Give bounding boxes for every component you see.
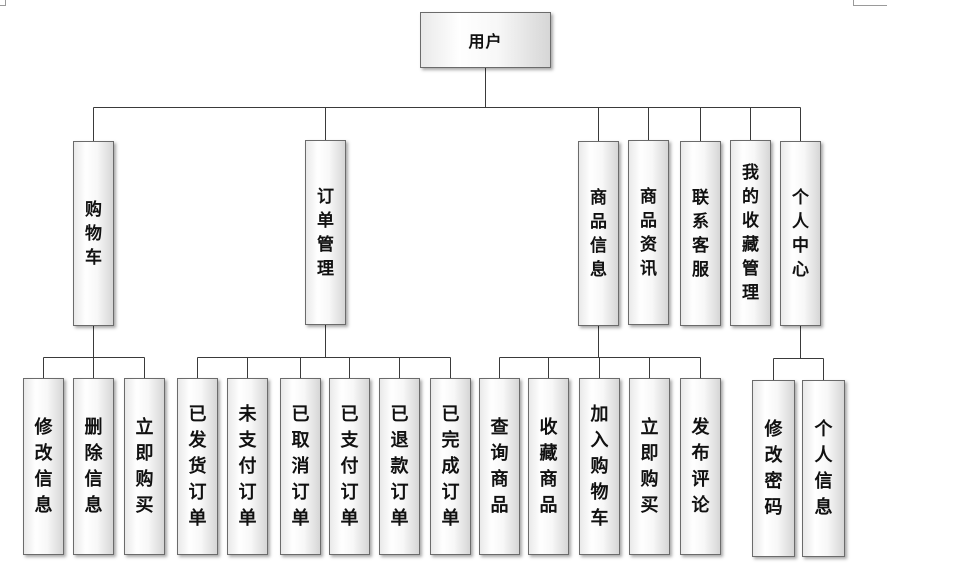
module-node-order-management: 订单管理: [305, 140, 346, 325]
node-label: 用户: [468, 32, 503, 51]
leaf-node-cancelled-orders: 已取消订单: [280, 378, 321, 555]
leaf-node-change-password: 修改密码: [752, 380, 795, 557]
node-label: 立即购买: [640, 416, 659, 516]
node-label: 已退款订单: [390, 403, 409, 529]
leaf-node-paid-orders: 已支付订单: [329, 378, 370, 555]
leaf-node-favorite-products: 收藏商品: [528, 378, 569, 555]
leaf-node-edit-info: 修改信息: [23, 378, 64, 555]
root-node-user: 用户: [420, 12, 551, 68]
node-label: 修改信息: [34, 416, 53, 516]
leaf-node-unpaid-orders: 未支付订单: [227, 378, 268, 555]
node-label: 商品资讯: [640, 186, 657, 279]
node-label: 删除信息: [84, 416, 103, 516]
node-label: 订单管理: [317, 186, 334, 279]
node-label: 发布评论: [691, 416, 710, 516]
leaf-node-add-to-cart: 加入购物车: [579, 378, 620, 555]
node-label: 已支付订单: [340, 403, 359, 529]
node-label: 个人中心: [792, 187, 809, 280]
leaf-node-shipped-orders: 已发货订单: [177, 378, 218, 555]
node-label: 修改密码: [764, 418, 783, 518]
node-label: 购物车: [85, 199, 102, 268]
leaf-node-buy-now: 立即购买: [124, 378, 165, 555]
node-label: 商品信息: [590, 187, 607, 280]
module-node-favorites-management: 我的收藏管理: [730, 140, 771, 326]
node-label: 已发货订单: [188, 403, 207, 529]
node-label: 我的收藏管理: [742, 163, 759, 303]
module-node-customer-service: 联系客服: [680, 141, 721, 326]
node-label: 收藏商品: [539, 416, 558, 516]
leaf-node-buy-now-product: 立即购买: [629, 378, 670, 555]
module-node-product-info: 商品信息: [578, 141, 619, 326]
module-node-personal-center: 个人中心: [780, 141, 821, 326]
node-label: 查询商品: [490, 416, 509, 516]
node-label: 已取消订单: [291, 403, 310, 529]
node-label: 立即购买: [135, 416, 154, 516]
module-node-cart: 购物车: [73, 141, 114, 326]
node-label: 未支付订单: [238, 403, 257, 529]
node-label: 已完成订单: [441, 403, 460, 529]
leaf-node-personal-info: 个人信息: [802, 380, 845, 557]
leaf-node-post-review: 发布评论: [680, 378, 721, 555]
leaf-node-delete-info: 删除信息: [73, 378, 114, 555]
node-label: 联系客服: [692, 187, 709, 280]
node-label: 个人信息: [814, 418, 833, 518]
page-corner-mark: [853, 0, 887, 6]
leaf-node-search-products: 查询商品: [479, 378, 520, 555]
leaf-node-refunded-orders: 已退款订单: [379, 378, 420, 555]
page-corner-mark: [0, 0, 6, 6]
leaf-node-completed-orders: 已完成订单: [430, 378, 471, 555]
module-node-product-news: 商品资讯: [628, 140, 669, 325]
node-label: 加入购物车: [590, 403, 609, 529]
